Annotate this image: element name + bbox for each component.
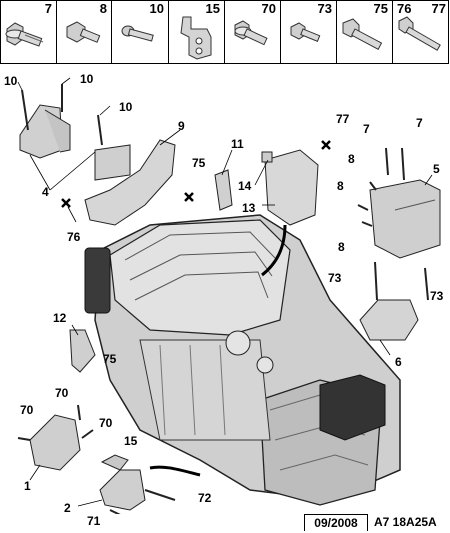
- bracket-plate-icon: [180, 16, 212, 60]
- parts-header-strip: 7 8 10 15: [0, 0, 449, 64]
- callout-9[interactable]: 9: [178, 119, 185, 133]
- callout-77[interactable]: 77: [336, 112, 350, 126]
- callout-70[interactable]: 70: [20, 403, 34, 417]
- callout-13[interactable]: 13: [242, 201, 256, 215]
- long-flange-bolt-icon: [342, 18, 383, 50]
- callout-6[interactable]: 6: [395, 355, 402, 369]
- callout-7[interactable]: 7: [416, 116, 423, 130]
- callout-70[interactable]: 70: [55, 386, 69, 400]
- footer-date: 09/2008: [304, 514, 368, 531]
- footer-reference: 09/2008 A7 18A25A: [304, 514, 450, 532]
- callout-11[interactable]: 11: [231, 137, 244, 151]
- callout-8[interactable]: 8: [338, 240, 345, 254]
- callout-73[interactable]: 73: [430, 289, 444, 303]
- part-ref-label: 73: [317, 1, 332, 16]
- part-ref-label: 76: [397, 1, 412, 16]
- callout-7[interactable]: 7: [363, 122, 370, 136]
- header-cell-70[interactable]: 70: [225, 1, 281, 63]
- engine-exploded-view: [17, 77, 441, 514]
- flange-bolt-icon: [5, 22, 44, 47]
- part-ref-label: 77: [431, 1, 446, 16]
- stud-bolt-icon: [121, 25, 154, 42]
- header-cell-10[interactable]: 10: [112, 1, 169, 63]
- callout-10[interactable]: 10: [4, 74, 18, 88]
- header-cell-7[interactable]: 7: [1, 1, 57, 63]
- callout-12[interactable]: 12: [53, 311, 67, 325]
- header-cell-75[interactable]: 75: [337, 1, 393, 63]
- callout-70[interactable]: 70: [99, 416, 113, 430]
- callout-5[interactable]: 5: [433, 162, 440, 176]
- hex-bolt-icon: [66, 21, 101, 43]
- header-cell-76-77[interactable]: 76 77: [393, 1, 450, 63]
- callout-14[interactable]: 14: [238, 179, 252, 193]
- callout-72[interactable]: 72: [198, 491, 212, 505]
- callout-4[interactable]: 4: [42, 185, 49, 199]
- header-cell-15[interactable]: 15: [169, 1, 225, 63]
- flange-bolt-icon: [234, 20, 268, 46]
- callout-75[interactable]: 75: [192, 156, 206, 170]
- header-cell-8[interactable]: 8: [57, 1, 112, 63]
- callout-71[interactable]: 71: [87, 514, 101, 528]
- part-ref-label: 75: [373, 1, 388, 16]
- callout-73[interactable]: 73: [328, 271, 342, 285]
- callout-8[interactable]: 8: [337, 179, 344, 193]
- callout-10[interactable]: 10: [119, 100, 133, 114]
- part-ref-label: 70: [261, 1, 276, 16]
- callout-1[interactable]: 1: [24, 479, 31, 493]
- footer-diagram-ref: A7 18A25A: [374, 515, 437, 529]
- callout-75[interactable]: 75: [103, 352, 117, 366]
- long-bolt-icon: [398, 16, 441, 51]
- part-ref-label: 7: [44, 1, 52, 16]
- part-ref-label: 10: [149, 1, 164, 16]
- header-cell-73[interactable]: 73: [281, 1, 337, 63]
- callout-8[interactable]: 8: [348, 152, 355, 166]
- part-ref-label: 8: [99, 1, 107, 16]
- callout-15[interactable]: 15: [124, 434, 138, 448]
- callout-10[interactable]: 10: [80, 72, 94, 86]
- callout-76[interactable]: 76: [67, 230, 81, 244]
- callout-2[interactable]: 2: [64, 501, 71, 515]
- hex-bolt-icon: [290, 22, 321, 42]
- part-ref-label: 15: [205, 1, 220, 16]
